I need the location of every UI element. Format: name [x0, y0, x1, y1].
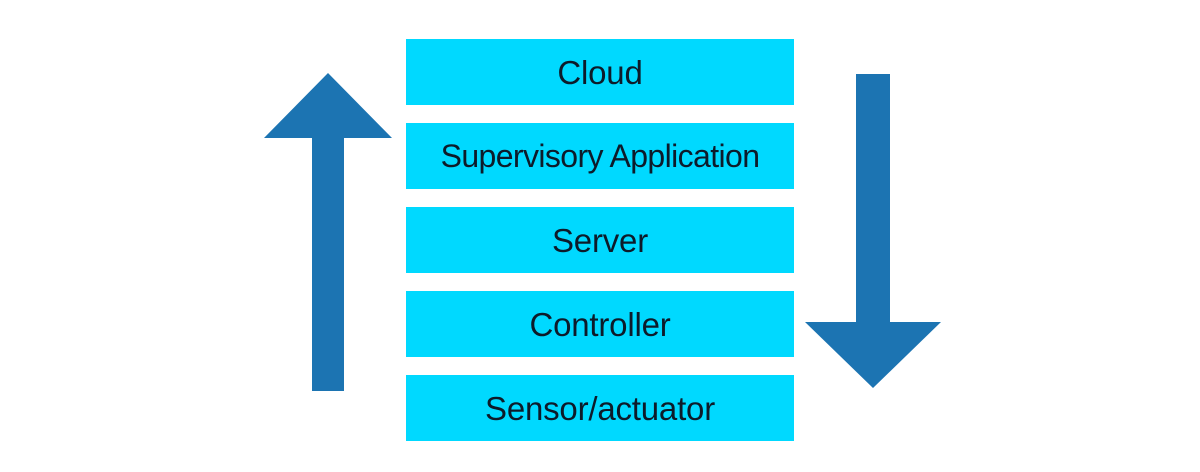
layer-bar-sensor-actuator[interactable]: Sensor/actuator: [406, 375, 794, 441]
down-arrow-shape: [805, 74, 941, 388]
layer-label-server: Server: [552, 221, 648, 259]
layer-bar-supervisory-application[interactable]: Supervisory Application: [406, 123, 794, 189]
up-arrow-shape: [264, 73, 392, 391]
layer-bar-cloud[interactable]: Cloud: [406, 39, 794, 105]
layer-stack: Cloud Supervisory Application Server Con…: [406, 39, 794, 441]
layer-label-cloud: Cloud: [557, 53, 643, 91]
layer-bar-server[interactable]: Server: [406, 207, 794, 273]
layer-label-supervisory-application: Supervisory Application: [440, 138, 760, 174]
layer-label-controller: Controller: [529, 305, 671, 343]
up-arrow-icon: [264, 73, 392, 391]
down-arrow-icon: [805, 74, 941, 388]
layer-label-sensor-actuator: Sensor/actuator: [485, 389, 715, 427]
layer-bar-controller[interactable]: Controller: [406, 291, 794, 357]
